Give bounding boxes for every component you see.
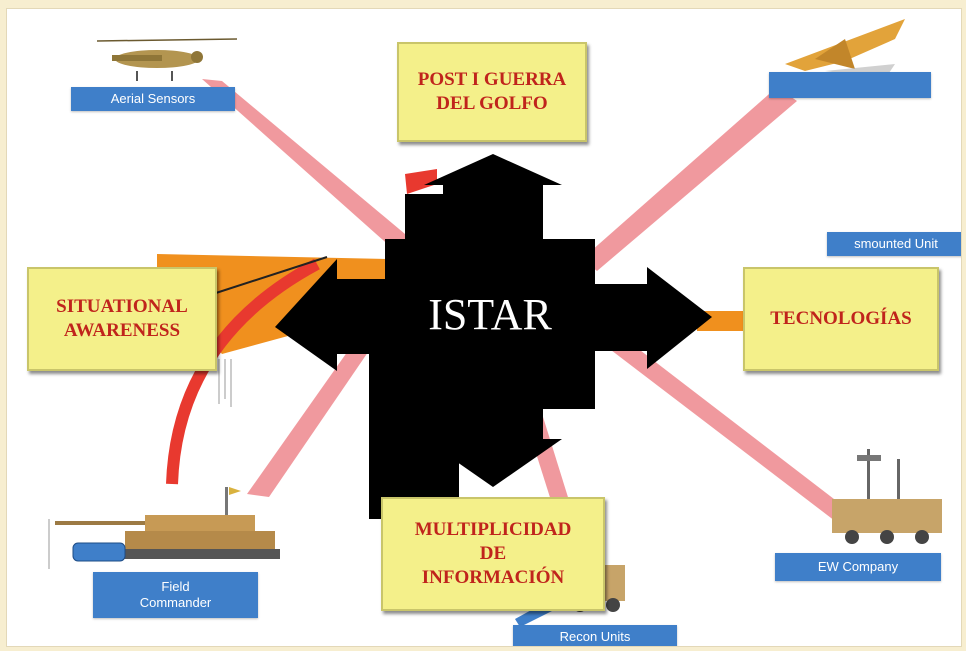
diagram-canvas: ISTAR POST I GUERRA DEL GOLFO SITUATIONA… [6, 8, 962, 647]
link-field-commander [247, 331, 377, 497]
topic-tecnologias: TECNOLOGÍAS [743, 267, 939, 371]
central-arrows [275, 154, 712, 519]
label-dismounted-unit: smounted Unit [827, 232, 961, 256]
link-ew [607, 334, 847, 521]
texture-marks [48, 359, 232, 569]
topic-situational-awareness-text: SITUATIONAL AWARENESS [56, 296, 188, 341]
link-aerial [202, 79, 417, 257]
topic-multiplicidad: MULTIPLICIDAD DE INFORMACIÓN [381, 497, 605, 611]
label-ew-company: EW Company [775, 553, 941, 581]
topic-post-gulf-war: POST I GUERRA DEL GOLFO [397, 42, 587, 142]
link-jet [582, 87, 797, 271]
tank-icon [55, 487, 280, 562]
topic-post-gulf-war-text: POST I GUERRA DEL GOLFO [417, 69, 567, 114]
label-recon-units: Recon Units [513, 625, 677, 646]
radar-truck-icon [832, 449, 942, 544]
arrow-left [275, 259, 389, 371]
arrow-up [424, 154, 562, 244]
topic-tecnologias-text: TECNOLOGÍAS [770, 308, 912, 330]
helicopter-icon [96, 38, 238, 81]
label-field-commander: Field Commander [93, 572, 258, 618]
istar-center-block [385, 239, 595, 409]
arrow-right [591, 267, 712, 369]
center-title: ISTAR [428, 290, 552, 339]
link-red-top [405, 169, 437, 194]
arrow-down [424, 404, 562, 487]
label-aerial-sensors: Aerial Sensors [71, 87, 235, 111]
topic-situational-awareness: SITUATIONAL AWARENESS [27, 267, 217, 371]
label-fighter [769, 72, 931, 98]
topic-multiplicidad-text: MULTIPLICIDAD DE INFORMACIÓN [414, 519, 572, 588]
fighter-jet-icon [785, 19, 905, 79]
